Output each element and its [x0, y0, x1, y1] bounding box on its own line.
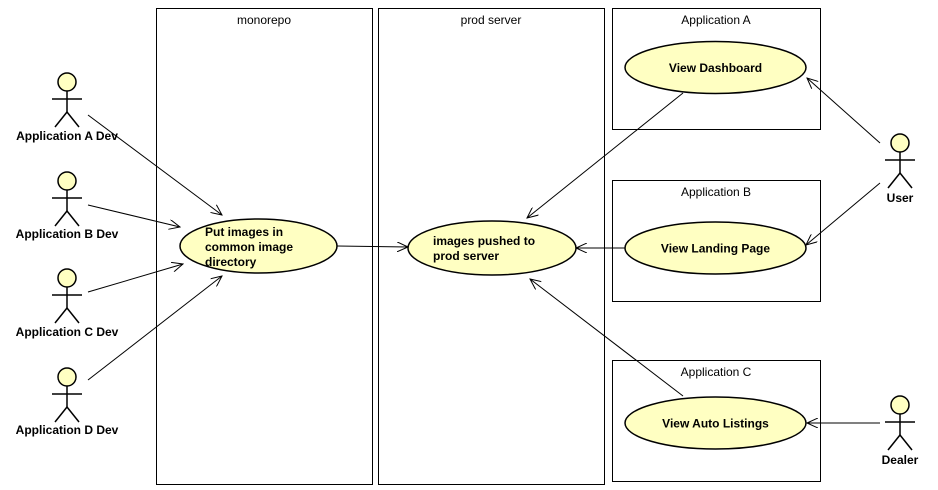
boundary-application-b[interactable]: Application B: [612, 180, 821, 302]
actor-application-a-dev-label: Application A Dev: [16, 129, 118, 143]
boundary-application-c[interactable]: Application C: [612, 360, 821, 482]
usecase-put-images-line-3: directory: [205, 255, 257, 269]
actor-user-label: User: [887, 191, 914, 205]
connectors: [87, 78, 881, 423]
actor-dealer-label: Dealer: [882, 453, 919, 467]
stick-figure-icon: [885, 133, 915, 189]
actor-application-d-dev[interactable]: Application D Dev: [16, 367, 119, 437]
connector-app-d-dev-to-put-images: [87, 276, 222, 381]
boundary-prod-server-label: prod server: [461, 13, 522, 27]
usecase-images-pushed-line-1: images pushed to: [433, 234, 535, 248]
stick-figure-icon: [52, 268, 82, 324]
connector-user-to-landing: [806, 182, 881, 245]
boundary-application-b-label: Application B: [681, 185, 751, 199]
usecase-images-pushed-line-2: prod server: [433, 249, 499, 263]
connector-auto-to-pushed: [530, 279, 684, 397]
connector-app-b-dev-to-put-images: [87, 204, 180, 227]
actor-application-b-dev[interactable]: Application B Dev: [16, 171, 119, 241]
usecase-put-images-line-1: Put images in: [205, 225, 283, 239]
connector-put-images-to-pushed: [336, 246, 408, 247]
actor-application-c-dev-label: Application C Dev: [16, 325, 119, 339]
stick-figure-icon: [52, 72, 82, 128]
stick-figure-icon: [885, 395, 915, 451]
usecase-view-auto-listings-label: View Auto Listings: [662, 417, 769, 431]
connector-app-a-dev-to-put-images: [87, 114, 222, 215]
actor-application-a-dev[interactable]: Application A Dev: [16, 72, 118, 143]
usecase-images-pushed[interactable]: images pushed to prod server: [407, 220, 577, 276]
boundary-application-a-label: Application A: [681, 13, 750, 27]
connector-dashboard-to-pushed: [527, 92, 684, 218]
usecase-put-images[interactable]: Put images in common image directory: [179, 218, 338, 274]
connector-app-c-dev-to-put-images: [87, 264, 183, 293]
actor-application-c-dev[interactable]: Application C Dev: [16, 268, 119, 339]
actor-user[interactable]: User: [885, 133, 915, 205]
connector-user-to-dashboard: [807, 78, 881, 144]
usecase-view-auto-listings[interactable]: View Auto Listings: [624, 396, 807, 450]
usecase-view-dashboard-label: View Dashboard: [669, 61, 762, 75]
usecase-view-landing-page-label: View Landing Page: [661, 242, 770, 256]
usecase-view-dashboard[interactable]: View Dashboard: [624, 40, 807, 95]
boundary-monorepo-label: monorepo: [237, 13, 291, 27]
actor-application-d-dev-label: Application D Dev: [16, 423, 119, 437]
stick-figure-icon: [52, 367, 82, 423]
stick-figure-icon: [52, 171, 82, 227]
actor-dealer[interactable]: Dealer: [882, 395, 919, 467]
boundary-application-a[interactable]: Application A: [612, 8, 821, 130]
usecase-put-images-line-2: common image: [205, 240, 293, 254]
boundary-application-c-label: Application C: [681, 365, 752, 379]
usecase-view-landing-page[interactable]: View Landing Page: [624, 221, 807, 275]
actor-application-b-dev-label: Application B Dev: [16, 227, 119, 241]
